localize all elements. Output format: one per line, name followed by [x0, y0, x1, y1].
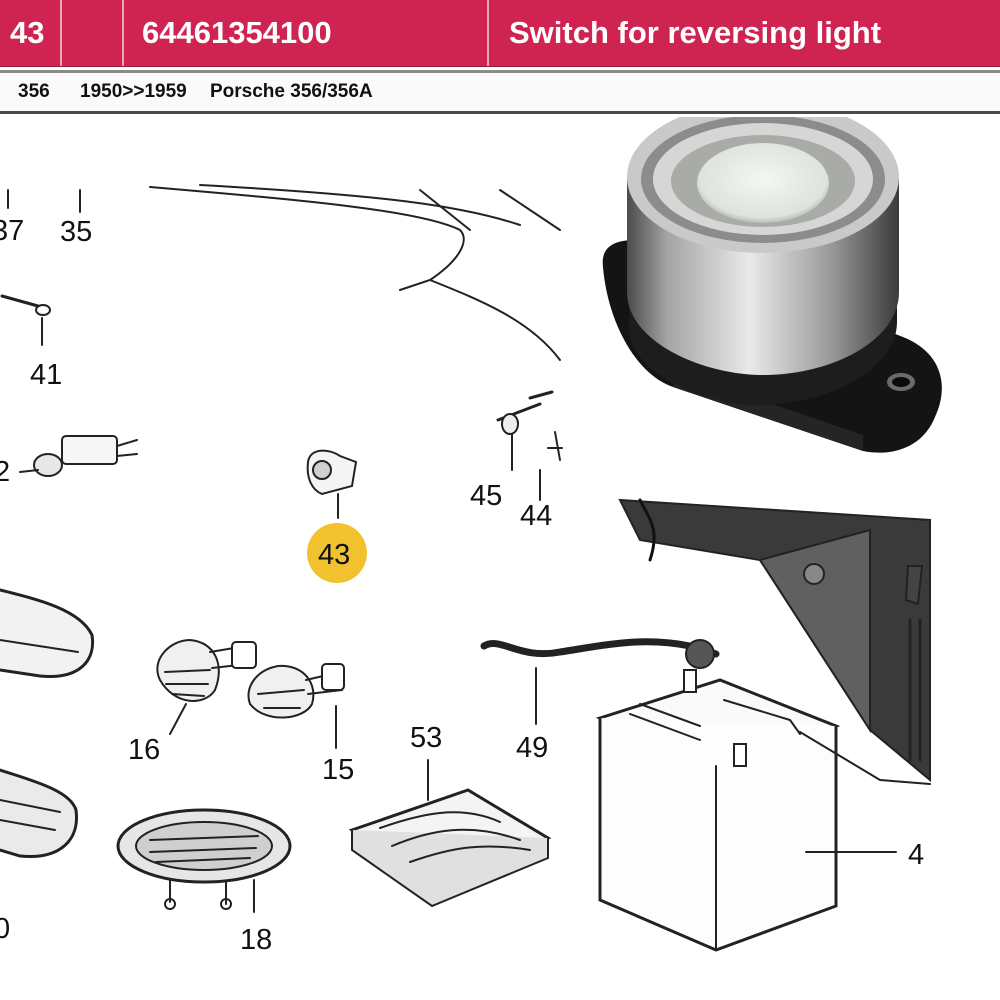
callout-41: 41 — [30, 359, 62, 391]
model-code: 356 — [18, 81, 50, 102]
part-header: 43 64461354100 Switch for reversing ligh… — [0, 0, 1000, 67]
header-spacer — [62, 0, 124, 66]
part-number: 64461354100 — [124, 0, 489, 66]
year-range: 1950>>1959 — [80, 81, 187, 102]
callout-40: 0 — [0, 913, 10, 945]
callout-4: 4 — [908, 839, 924, 871]
switch-photo-illustration — [602, 101, 942, 453]
callout-43: 43 — [318, 539, 350, 571]
callout-16: 16 — [128, 734, 160, 766]
callout-53: 53 — [410, 722, 442, 754]
callout-18: 18 — [240, 924, 272, 956]
callout-42: 2 — [0, 456, 10, 488]
vehicle-name: Porsche 356/356A — [210, 81, 373, 102]
callout-49: 49 — [516, 732, 548, 764]
position-number: 43 — [0, 0, 62, 66]
callout-45: 45 — [470, 480, 502, 512]
exploded-parts-diagram: 37 35 41 2 43 45 44 16 15 53 49 18 0 4 — [0, 184, 931, 956]
callout-15: 15 — [322, 754, 354, 786]
callout-44: 44 — [520, 500, 552, 532]
vehicle-info-bar: 356 1950>>1959 Porsche 356/356A — [0, 70, 1000, 114]
part-description: Switch for reversing light — [509, 15, 882, 50]
callout-37: 37 — [0, 215, 24, 247]
callout-35: 35 — [60, 216, 92, 248]
highlight-callout-43 — [307, 523, 367, 583]
product-photo — [563, 101, 1000, 497]
